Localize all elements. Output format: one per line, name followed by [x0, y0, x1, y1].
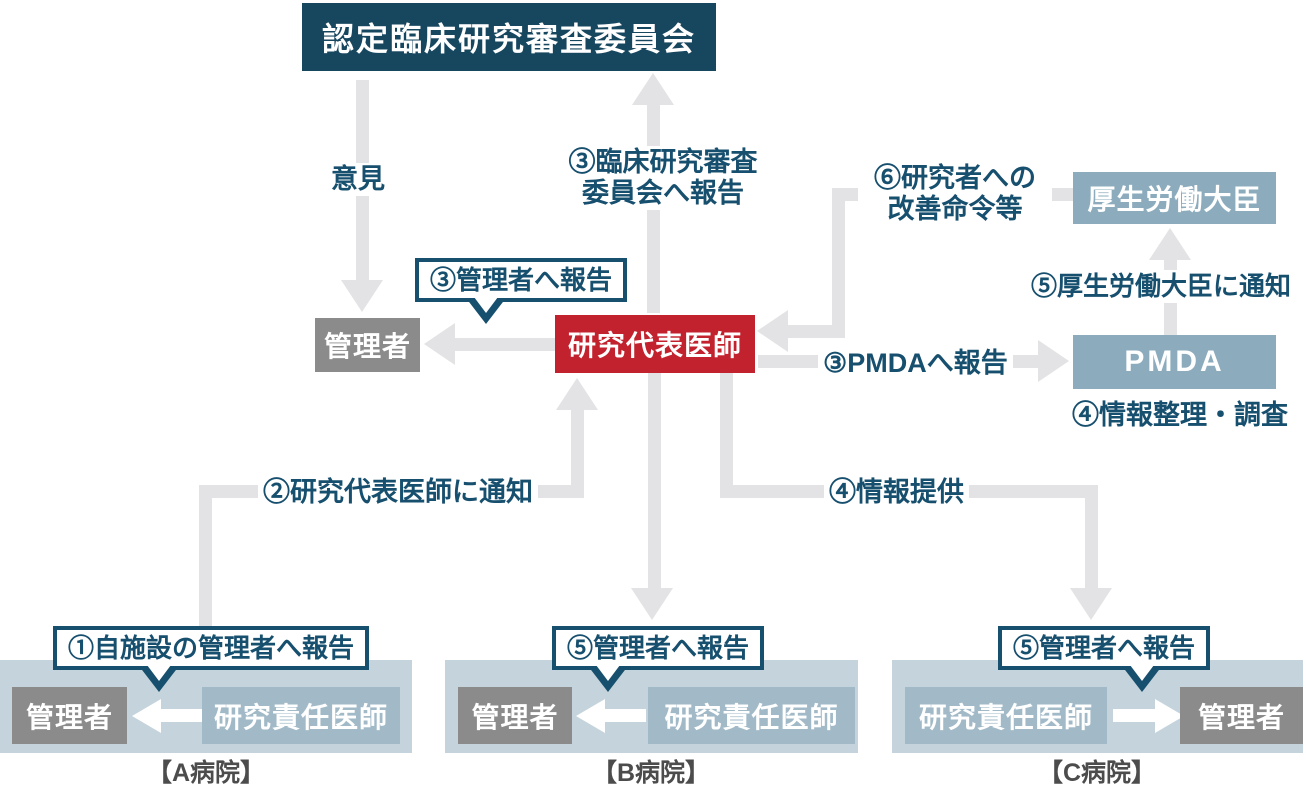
hospital-c-doctor-node: 研究責任医師: [905, 687, 1107, 744]
hospital-a-name: 【A病院】: [146, 759, 266, 787]
arrow-opinion-head: [341, 280, 383, 312]
arrow-provide-info-seg3: [1085, 485, 1098, 590]
committee-node: 認定臨床研究審査委員会: [302, 3, 716, 71]
label-improvement-order-line2: 改善命令等: [887, 194, 1023, 224]
arrow-pi-to-hospital-b-head: [631, 588, 673, 620]
label-report-committee-line2: 委員会へ報告: [582, 178, 744, 208]
label-notify-pi: ②研究代表医師に通知: [258, 476, 538, 509]
hospital-b-arrow-shaft: [604, 709, 646, 722]
arrow-pi-to-admin-shaft: [452, 338, 555, 351]
arrow-notify-pi-head: [556, 378, 598, 410]
hospital-b-name: 【B病院】: [591, 759, 711, 787]
hospital-b-administrator-node: 管理者: [458, 687, 572, 744]
label-report-pmda: ③PMDAへ報告: [818, 347, 1013, 380]
hospital-b-arrow-head: [576, 699, 605, 733]
administrator-node: 管理者: [315, 318, 420, 372]
mhlw-node: 厚生労働大臣: [1073, 172, 1276, 224]
hospital-a-administrator-node: 管理者: [12, 687, 127, 744]
label-report-committee: ③臨床研究審査 委員会へ報告: [552, 146, 774, 210]
hospital-c-callout-pointer: [1122, 665, 1162, 692]
hospital-b-callout-pointer: [588, 665, 628, 692]
callout-report-admin: ③管理者へ報告: [415, 258, 628, 302]
hospital-a-callout-pointer: [139, 665, 179, 692]
hospital-c-arrow-head: [1155, 699, 1184, 733]
hospital-c-arrow-shaft: [1113, 709, 1155, 722]
hospital-b-callout: ⑤管理者へ報告: [552, 626, 765, 670]
hospital-a-arrow-head: [132, 699, 161, 733]
arrow-provide-info-seg1: [720, 373, 733, 498]
hospital-a-doctor-node: 研究責任医師: [202, 687, 400, 744]
arrow-improvement-order-head: [757, 310, 788, 352]
label-organize-info: ④情報整理・調査: [1067, 399, 1293, 432]
hospital-c-administrator-node: 管理者: [1180, 687, 1303, 744]
pmda-node: PMDA: [1073, 335, 1276, 389]
hospital-a-arrow-shaft: [160, 709, 202, 722]
arrow-notify-pi-seg1: [571, 406, 584, 498]
hospital-c-name: 【C病院】: [1037, 759, 1157, 787]
hospital-c-callout: ⑤管理者へ報告: [998, 626, 1211, 670]
hospital-b-doctor-node: 研究責任医師: [648, 687, 855, 744]
arrow-report-committee-head: [632, 73, 674, 105]
arrow-pi-to-pmda-head: [1038, 340, 1069, 382]
callout-report-admin-pointer: [466, 297, 506, 324]
hospital-a-callout: ①自施設の管理者へ報告: [53, 626, 370, 670]
arrow-pmda-to-mhlw-head: [1149, 228, 1191, 260]
label-report-committee-line1: ③臨床研究審査: [568, 147, 758, 177]
label-improvement-order: ⑥研究者への 改善命令等: [858, 162, 1052, 226]
arrow-provide-info-head: [1070, 588, 1112, 620]
arrow-improvement-order-seg2: [832, 188, 845, 338]
arrow-notify-pi-seg3: [199, 485, 212, 627]
label-provide-info: ④情報提供: [824, 476, 969, 509]
label-opinion: 意見: [326, 163, 390, 196]
label-notify-minister: ⑤厚生労働大臣に通知: [1026, 270, 1297, 303]
arrow-pi-to-admin-head: [424, 323, 455, 365]
label-improvement-order-line1: ⑥研究者への: [874, 163, 1036, 193]
principal-investigator-node: 研究代表医師: [555, 315, 755, 373]
arrow-pi-to-hospital-b-shaft: [648, 373, 661, 588]
arrow-improvement-order-seg3: [786, 325, 845, 338]
